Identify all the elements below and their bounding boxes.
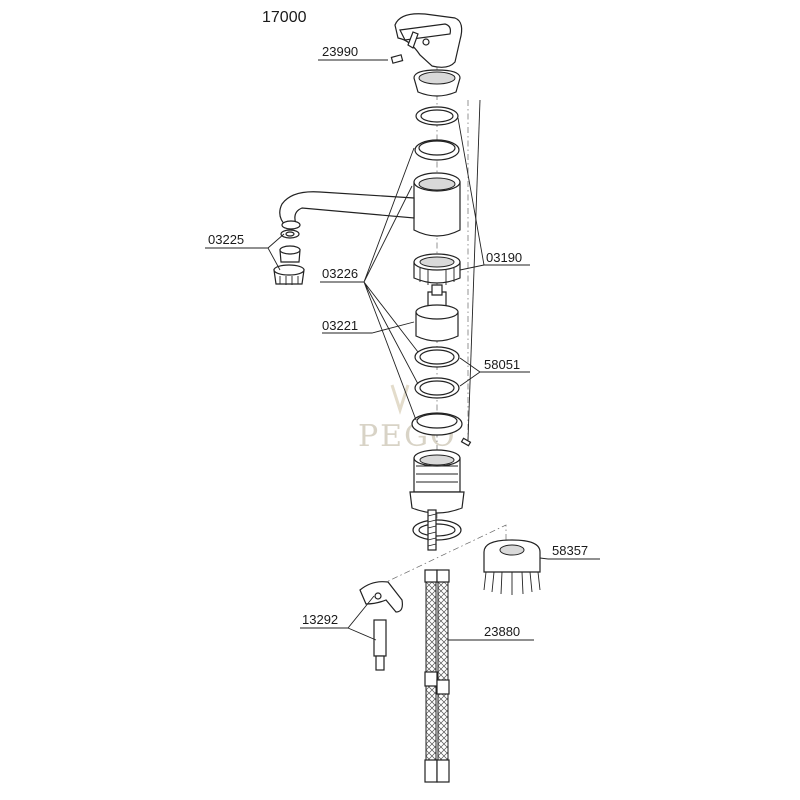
- label-58051: 58051: [484, 357, 520, 372]
- leader-lines: [205, 59, 600, 641]
- label-23880: 23880: [484, 624, 520, 639]
- aerator-set: [273, 229, 305, 285]
- assembly-line: [379, 524, 507, 586]
- grub-screw: [390, 54, 404, 64]
- lever-handle: [394, 13, 463, 68]
- cover-cap: [413, 69, 461, 97]
- label-03190: 03190: [486, 250, 522, 265]
- label-03221: 03221: [322, 318, 358, 333]
- lock-nut: [413, 253, 461, 285]
- label-23990: 23990: [322, 44, 358, 59]
- threaded-stud: [427, 509, 437, 551]
- label-13292: 13292: [302, 612, 338, 627]
- label-03225: 03225: [208, 232, 244, 247]
- locating-pin: [460, 437, 472, 447]
- seal-washer: [411, 412, 463, 436]
- label-03226: 03226: [322, 266, 358, 281]
- cartridge: [415, 284, 459, 342]
- diagram-title: 17000: [262, 9, 307, 26]
- label-58357: 58357: [552, 543, 588, 558]
- spout-body: [279, 172, 461, 237]
- flexible-hoses: [424, 569, 450, 783]
- support-bracket: [483, 539, 541, 595]
- fixing-plate: [359, 581, 403, 671]
- base-body: [409, 449, 465, 514]
